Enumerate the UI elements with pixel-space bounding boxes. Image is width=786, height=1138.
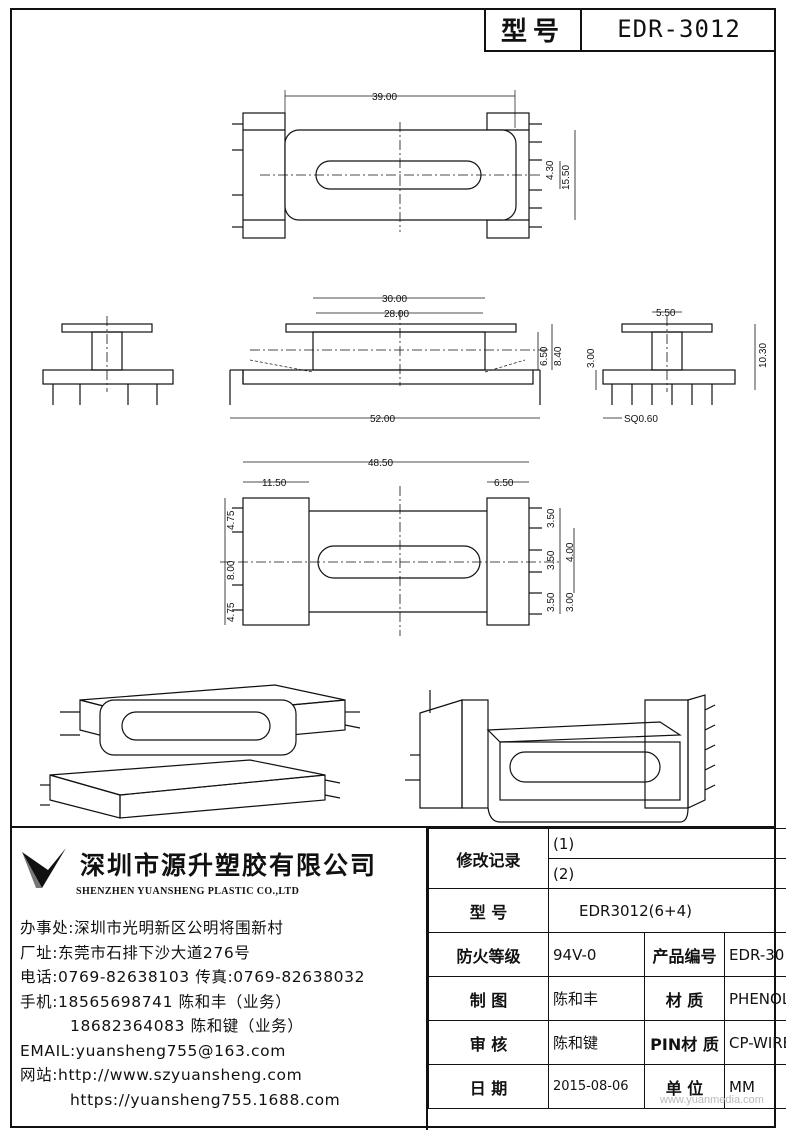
material-value: PHENOLIC [723,976,786,1021]
website-1: 网站:http://www.szyuansheng.com [20,1066,303,1084]
unit-label: 单 位 [644,1064,725,1109]
material-label: 材 质 [644,976,725,1021]
product-code-label: 产品编号 [644,932,725,977]
company-contact: 办事处:深圳市光明新区公明将围新村 厂址:东莞市石排下沙大道276号 电话:07… [20,916,365,1112]
unit-value: MM [723,1064,786,1109]
model-label: 型号 [486,8,582,50]
company-logo-icon [22,848,66,888]
dim-top-overall: 39.00 [372,92,397,103]
dim-top-slot: 4.30 [545,160,556,180]
dim-end-height: 10.30 [758,343,769,368]
fire-rating-label: 防火等级 [428,932,549,977]
company-name-cn: 深圳市源升塑胶有限公司 [80,851,378,880]
mobile-2: 18682364083 陈和键（业务） [70,1017,304,1035]
revision-label: 修改记录 [428,828,549,889]
dim-bottom-l3: 4.75 [226,602,237,622]
dim-side-inner: 28.00 [384,309,409,320]
dim-bottom-l2: 8.00 [226,560,237,580]
technical-drawing: 39.00 4.30 15.50 30.00 28.00 52.00 6.50 … [40,90,769,823]
dim-bottom-left-w: 11.50 [262,478,287,489]
email: EMAIL:yuansheng755@163.com [20,1041,286,1060]
pin-material-label: PIN材 质 [644,1020,725,1065]
drawing-frame [10,8,776,1128]
dim-end-left-h: 3.00 [586,348,597,368]
drawn-by-value: 陈和丰 [548,976,645,1021]
dim-bottom-r2: 4.00 [565,542,576,562]
date-value: 2015-08-06 [548,1064,645,1109]
drawn-by-label: 制 图 [428,976,549,1021]
top-view [232,90,576,239]
mobile-1: 手机:18565698741 陈和丰（业务） [20,992,292,1011]
watermark: www.yuanmedia.com [660,1094,764,1106]
dim-bottom-r3: 3.50 [546,550,557,570]
title-block: 深圳市源升塑胶有限公司 SHENZHEN YUANSHENG PLASTIC C… [10,826,786,1130]
dim-bottom-right-w: 6.50 [494,478,514,489]
company-name-en: SHENZHEN YUANSHENG PLASTIC CO.,LTD [76,886,300,897]
pin-material-value: CP-WIRE [723,1020,786,1065]
factory-address: 厂址:东莞市石排下沙大道276号 [20,943,251,962]
left-end-view [42,316,174,405]
model-value: EDR-3012 [617,15,741,43]
dim-side-h2: 8.40 [553,346,564,366]
spec-table: 修改记录 (1) (2) 型 号 EDR3012(6+4) 防火等级 94V-0… [428,828,786,1109]
dim-side-base: 52.00 [370,414,395,425]
bottom-view [220,461,575,636]
dim-side-h1: 6.50 [539,346,550,366]
dim-bottom-overall: 48.50 [368,458,393,469]
company-info: 深圳市源升塑胶有限公司 SHENZHEN YUANSHENG PLASTIC C… [10,828,428,1130]
isometric-view-right [405,690,716,823]
side-view [229,297,553,419]
dim-top-height: 15.50 [561,165,572,190]
office-address: 办事处:深圳市光明新区公明将围新村 [20,919,284,937]
dim-bottom-r1: 3.50 [546,508,557,528]
revision-2: (2) [547,858,786,889]
dim-side-flange: 30.00 [382,294,407,305]
fire-rating-value: 94V-0 [548,932,645,977]
revision-1: (1) [547,828,786,859]
right-end-view [595,311,756,419]
date-label: 日 期 [428,1064,549,1109]
dim-bottom-l1: 4.75 [226,510,237,530]
product-code-value: EDR-3012 [723,932,786,977]
isometric-view-left [40,684,361,819]
dim-bottom-r5: 3.00 [565,592,576,612]
phone-fax: 电话:0769-82638103 传真:0769-82638032 [20,968,366,986]
checked-by-value: 陈和键 [548,1020,645,1065]
dim-bottom-r4: 3.50 [546,592,557,612]
dim-end-pin: SQ0.60 [624,414,658,425]
checked-by-label: 审 核 [428,1020,549,1065]
website-2: https://yuansheng755.1688.com [70,1090,341,1109]
model-label: 型 号 [428,888,549,933]
model-value: EDR3012(6+4) [547,888,786,933]
title-header: 型号 EDR-3012 [484,8,776,52]
dim-end-width: 5.50 [656,308,676,319]
